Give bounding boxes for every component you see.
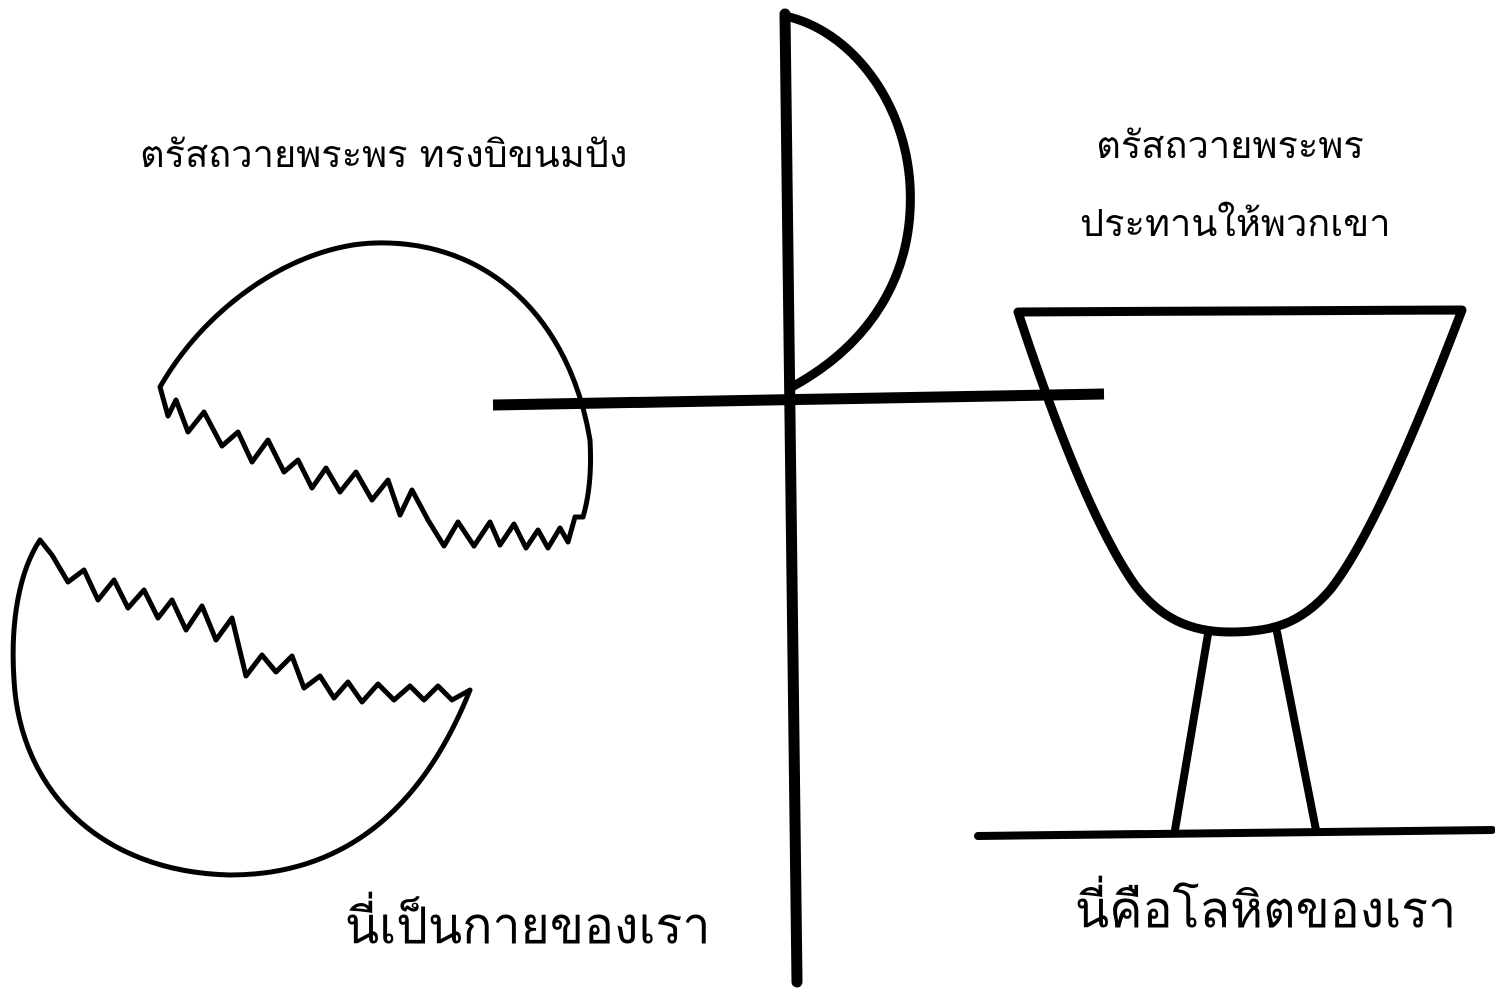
chalice-base — [978, 830, 1492, 836]
chi-rho-horizontal-stroke — [493, 394, 1104, 405]
bread-heading: ตรัสถวายพระพร ทรงบิขนมปัง — [140, 132, 627, 178]
chalice-cup-icon — [1018, 310, 1462, 632]
cup-caption: นี่คือโลหิตของเรา — [1075, 880, 1456, 940]
bread-upper-half-icon — [160, 243, 591, 548]
chi-rho-vertical-stroke — [785, 14, 797, 982]
cup-heading: ตรัสถวายพระพร ประทานให้พวกเขา — [1080, 106, 1380, 262]
chalice-stem-right — [1277, 632, 1316, 830]
chalice-stem-left — [1175, 634, 1208, 830]
bread-lower-half-icon — [13, 540, 470, 875]
bread-caption: นี่เป็นกายของเรา — [345, 896, 710, 956]
chi-rho-loop — [785, 16, 910, 388]
cup-heading-line2: ประทานให้พวกเขา — [1080, 184, 1380, 262]
cup-heading-line1: ตรัสถวายพระพร — [1080, 106, 1380, 184]
